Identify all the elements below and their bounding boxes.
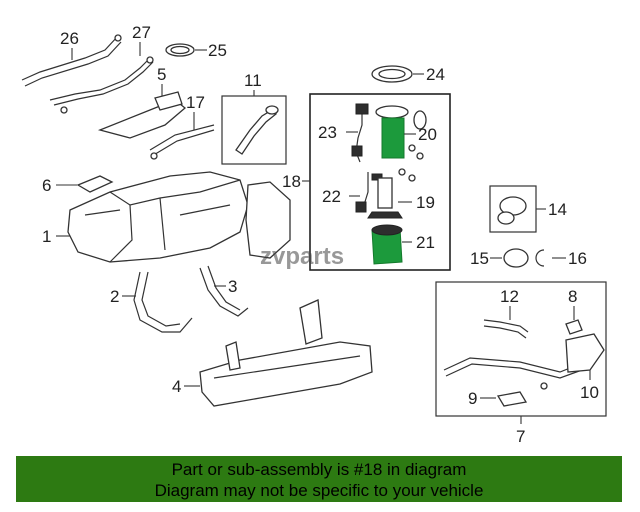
callout-16: 16: [568, 249, 587, 268]
part-19-filter: [367, 168, 416, 219]
part-27-fuel-line: [49, 56, 154, 114]
callout-27: 27: [132, 23, 151, 42]
callout-9: 9: [468, 389, 477, 408]
part-9-bracket: [496, 391, 528, 407]
part-15-seal: [503, 248, 529, 268]
part-17-rod: [149, 124, 215, 160]
part-18-box: [309, 93, 451, 271]
callout-20: 20: [418, 125, 437, 144]
callout-1: 1: [42, 227, 51, 246]
callout-5: 5: [157, 65, 166, 84]
watermark: zvparts: [260, 243, 344, 270]
callout-23: 23: [318, 123, 337, 142]
callout-11: 11: [244, 71, 262, 90]
part-22-sender: [355, 172, 383, 213]
callout-4: 4: [172, 377, 181, 396]
callout-22: 22: [322, 187, 341, 206]
part-3-strap: [199, 267, 249, 317]
callout-15: 15: [470, 249, 489, 268]
footer-line-1: Part or sub-assembly is #18 in diagram: [171, 460, 467, 479]
bolt: [540, 382, 548, 390]
heat-shield: [245, 181, 291, 259]
part-6-pad: [76, 175, 114, 193]
callout-3: 3: [228, 277, 237, 296]
part-11-filler-hose: [235, 105, 279, 155]
callout-19: 19: [416, 193, 435, 212]
footer-line-2: Diagram may not be specific to your vehi…: [154, 481, 484, 500]
part-5-bracket: [97, 91, 187, 139]
part-8-clamp: [565, 319, 583, 335]
callout-24: 24: [426, 65, 445, 84]
part-14-cap: [497, 196, 527, 225]
footer-banner: Part or sub-assembly is #18 in diagram D…: [16, 456, 622, 502]
callout-21: 21: [416, 233, 435, 252]
part-2-strap: [133, 271, 193, 333]
callout-25: 25: [208, 41, 227, 60]
part-20-pump-unit: [375, 105, 427, 160]
callout-8: 8: [568, 287, 577, 306]
part-21-reservoir: [371, 224, 403, 265]
part-10-filler-pipe: [443, 333, 605, 379]
part-12-hose: [483, 319, 529, 333]
callout-14: 14: [548, 200, 567, 219]
callout-10: 10: [580, 383, 599, 402]
callout-17: 17: [186, 93, 205, 112]
callout-7: 7: [516, 427, 525, 446]
part-26-fuel-line: [21, 34, 122, 87]
callout-12: 12: [500, 287, 519, 306]
part-16-clip: [535, 249, 545, 267]
callout-18: 18: [282, 172, 301, 191]
part-23-wiring: [351, 103, 369, 163]
callout-2: 2: [110, 287, 119, 306]
part-1-fuel-tank: [67, 171, 249, 263]
callout-26: 26: [60, 29, 79, 48]
callout-6: 6: [42, 176, 51, 195]
part-4-crossmember: [199, 299, 373, 407]
